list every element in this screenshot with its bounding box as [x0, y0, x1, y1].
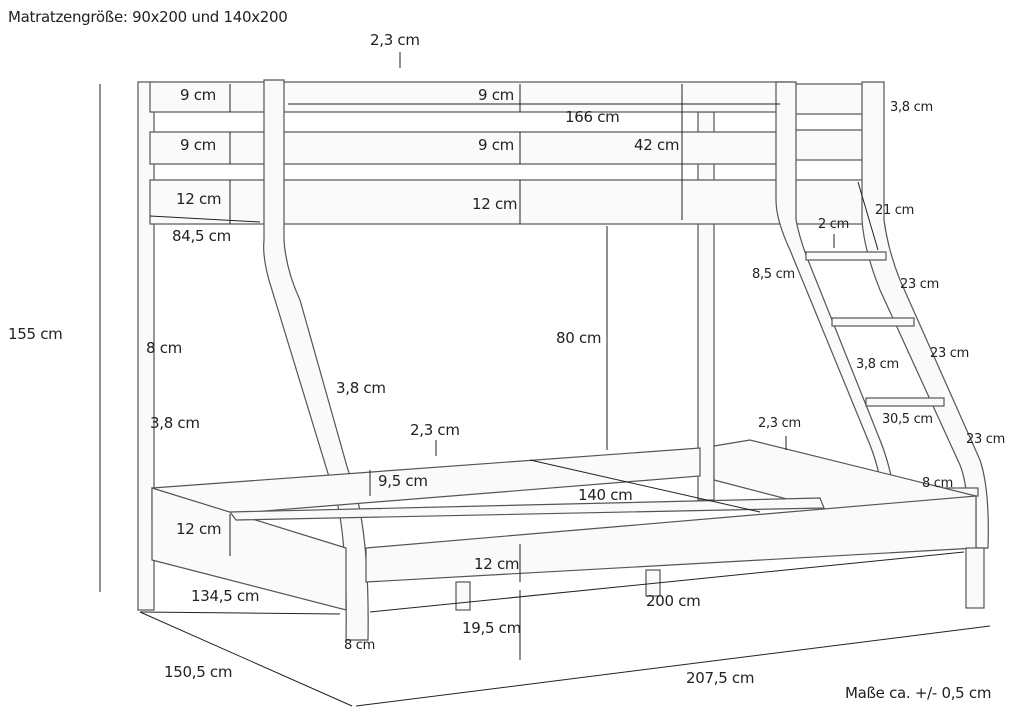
dim-label: 200 cm [646, 592, 701, 610]
tolerance-note: Maße ca. +/- 0,5 cm [845, 684, 992, 702]
dim-label: 8,5 cm [752, 267, 795, 282]
ladder-rung [805, 251, 887, 261]
dim-label: 9 cm [478, 136, 514, 154]
dim-label: 12 cm [176, 520, 222, 538]
dim-label: 12 cm [176, 190, 222, 208]
top-rail-1 [149, 81, 791, 113]
head-rail-1 [789, 83, 867, 115]
dim-label: 9,5 cm [378, 472, 428, 490]
dim-label: 84,5 cm [172, 227, 231, 245]
lower-left-board [151, 487, 347, 611]
dim-label: 3,8 cm [856, 357, 899, 372]
dim-label: 8 cm [922, 476, 954, 491]
dim-label: 12 cm [472, 195, 518, 213]
dim-label: 23 cm [966, 432, 1005, 447]
ladder-rung [831, 317, 915, 327]
dim-label: 2,3 cm [370, 31, 420, 49]
top-rail-2 [149, 131, 791, 165]
dim-label: 2,3 cm [410, 421, 460, 439]
dim-label: 8 cm [146, 339, 182, 357]
dim-label: 140 cm [578, 486, 633, 504]
dim-label: 155 cm [8, 325, 63, 343]
dim-label: 19,5 cm [462, 619, 521, 637]
dim-label: 23 cm [900, 277, 939, 292]
dim-label: 9 cm [180, 86, 216, 104]
ladder-rung [865, 397, 945, 407]
dim-label: 150,5 cm [164, 663, 233, 681]
dim-label: 9 cm [180, 136, 216, 154]
dim-label: 3,8 cm [890, 100, 933, 115]
dim-label: 3,8 cm [336, 379, 386, 397]
dim-label: 80 cm [556, 329, 602, 347]
dim-label: 207,5 cm [686, 669, 755, 687]
dim-label: 12 cm [474, 555, 520, 573]
dim-label: 166 cm [565, 108, 620, 126]
dim-label: 42 cm [634, 136, 680, 154]
right-leg [965, 547, 985, 609]
dim-label: 134,5 cm [191, 587, 260, 605]
dim-label: 9 cm [478, 86, 514, 104]
mattress-size-title: Matratzengröße: 90x200 und 140x200 [8, 8, 288, 26]
dim-label: 2,3 cm [758, 416, 801, 431]
dim-label: 21 cm [875, 203, 914, 218]
dimension-lines [99, 52, 991, 707]
head-rail-2 [789, 129, 867, 161]
dim-label: 2 cm [818, 217, 850, 232]
dim-label: 3,8 cm [150, 414, 200, 432]
center-foot [455, 581, 471, 611]
dim-label: 8 cm [344, 638, 376, 653]
dim-label: 23 cm [930, 346, 969, 361]
back-right-post [697, 111, 715, 501]
slat-rail [228, 497, 825, 521]
dim-label: 30,5 cm [882, 412, 933, 427]
